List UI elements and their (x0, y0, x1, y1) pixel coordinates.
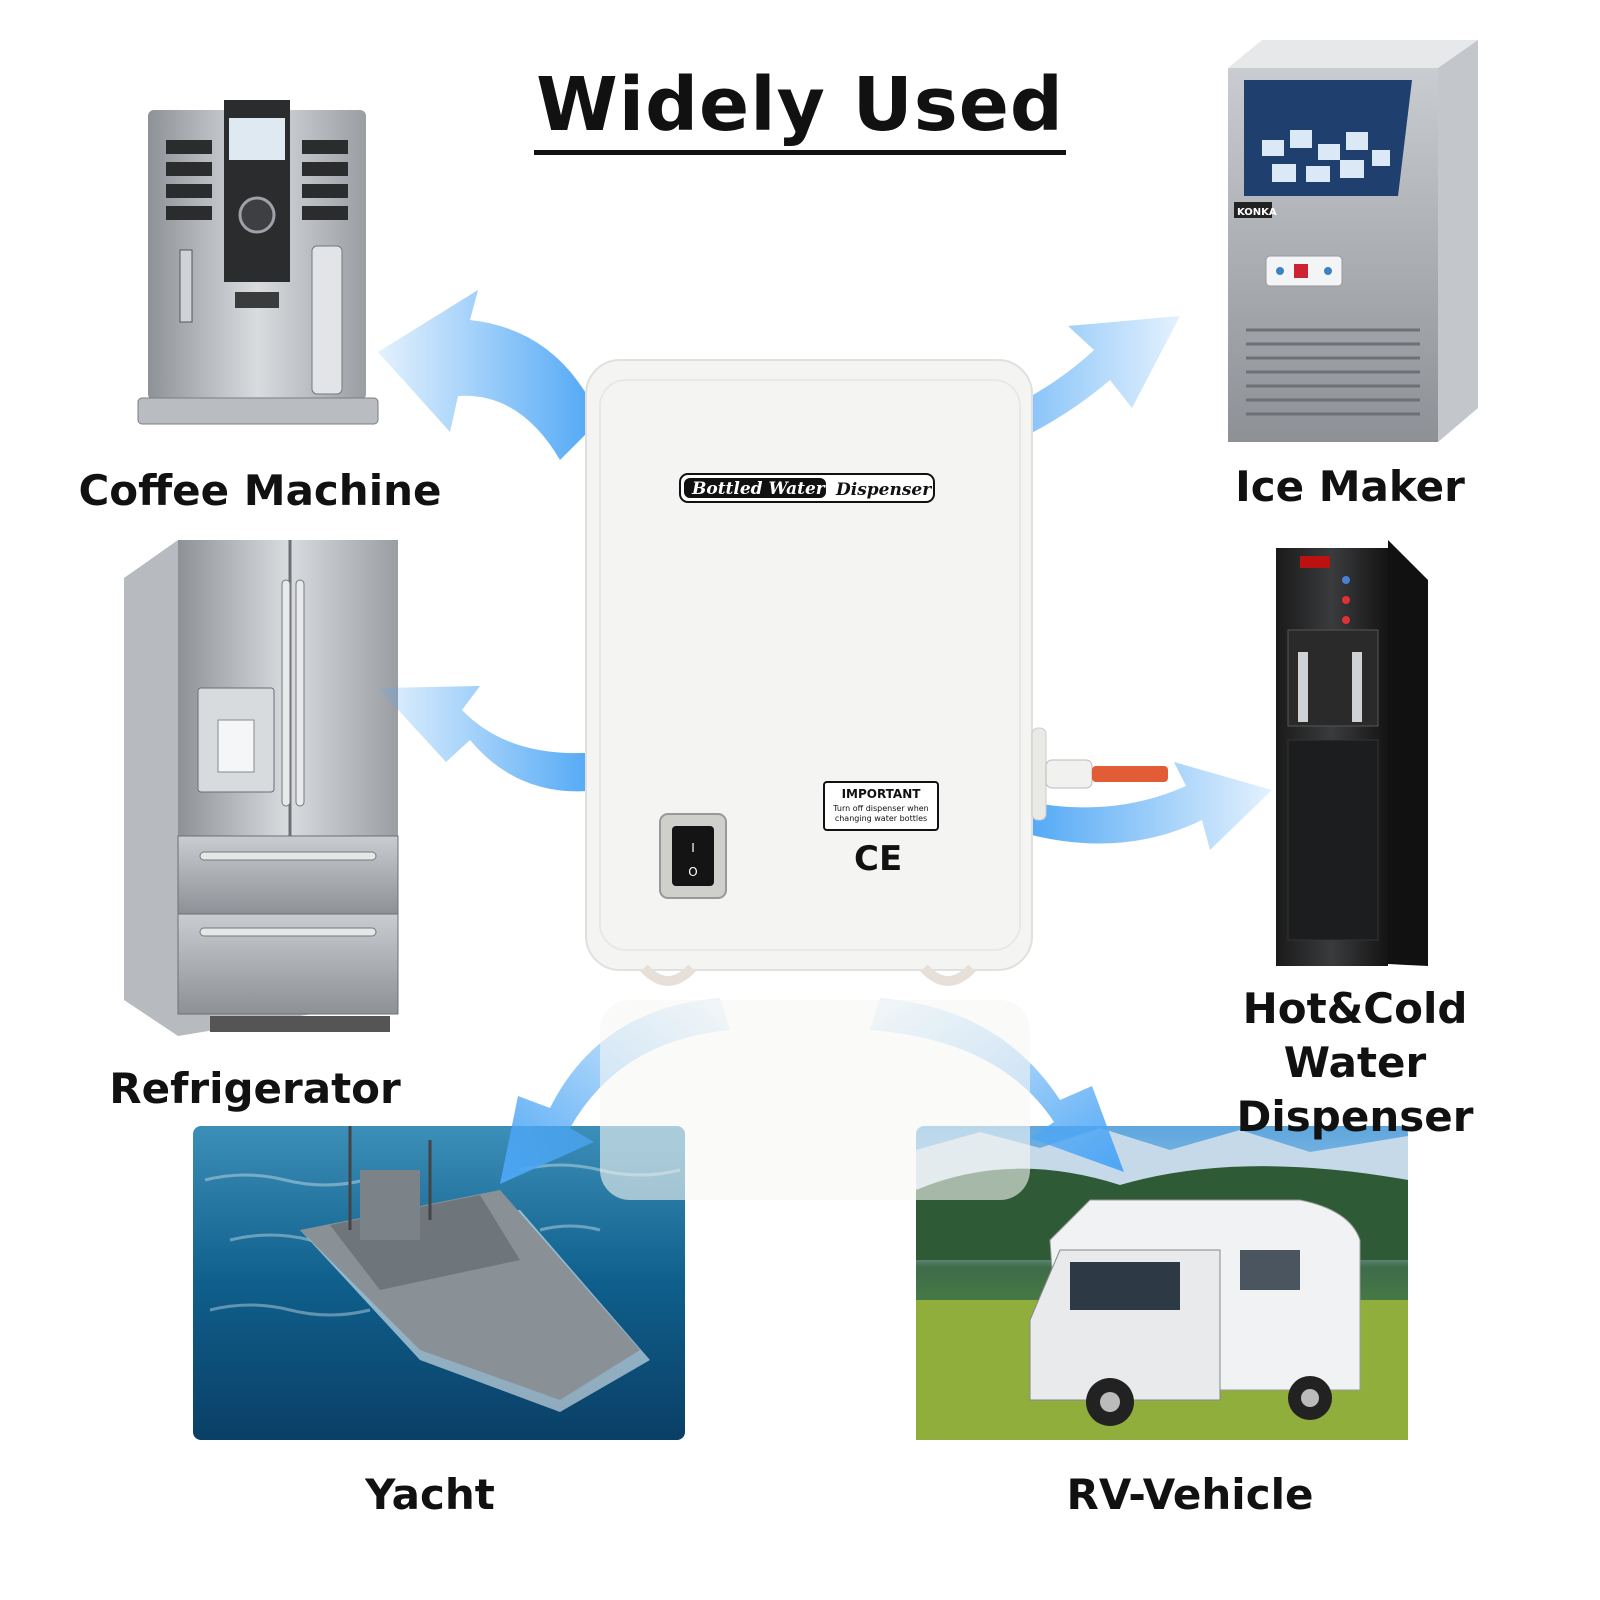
hot-cold-dispenser-label: Hot&Cold Water Dispenser (1160, 982, 1550, 1144)
coffee-machine-label: Coffee Machine (78, 466, 442, 515)
notice-line-2: changing water bottles (835, 814, 927, 823)
arrow-to-refrigerator (378, 686, 600, 792)
switch-off-mark: O (688, 865, 697, 879)
arrow-to-rv (870, 998, 1124, 1172)
refrigerator-image (124, 540, 399, 1036)
rv-vehicle-label: RV-Vehicle (1066, 1470, 1314, 1519)
switch-on-mark: I (691, 841, 695, 855)
ce-mark: CE (854, 839, 902, 879)
water-pump-device: Bottled Water Dispenser IMPORTANT Turn o… (585, 359, 1168, 1200)
yacht-photo (193, 1126, 685, 1440)
notice-line-1: Turn off dispenser when (832, 804, 929, 813)
device-label-left: Bottled Water (691, 479, 826, 499)
refrigerator-label: Refrigerator (109, 1064, 401, 1113)
water-dispenser-image (1276, 540, 1428, 966)
yacht-label: Yacht (365, 1470, 495, 1519)
device-label-right: Dispenser (835, 480, 932, 500)
ice-maker-image: KONKA (1228, 40, 1478, 442)
arrow-to-yacht (500, 998, 730, 1184)
rv-vehicle-photo (916, 1126, 1408, 1440)
ice-maker-label: Ice Maker (1235, 462, 1465, 511)
arrow-to-water-dispenser (1020, 762, 1272, 850)
ice-maker-brand: KONKA (1237, 207, 1277, 218)
page-title: Widely Used (0, 62, 1600, 155)
page-title-text: Widely Used (534, 62, 1066, 155)
notice-heading: IMPORTANT (842, 787, 922, 801)
hot-cold-label-line-2: Water Dispenser (1236, 1038, 1474, 1141)
arrow-to-coffee-machine (378, 290, 600, 460)
coffee-machine-image (137, 100, 379, 425)
hot-cold-label-line-1: Hot&Cold (1242, 984, 1468, 1033)
